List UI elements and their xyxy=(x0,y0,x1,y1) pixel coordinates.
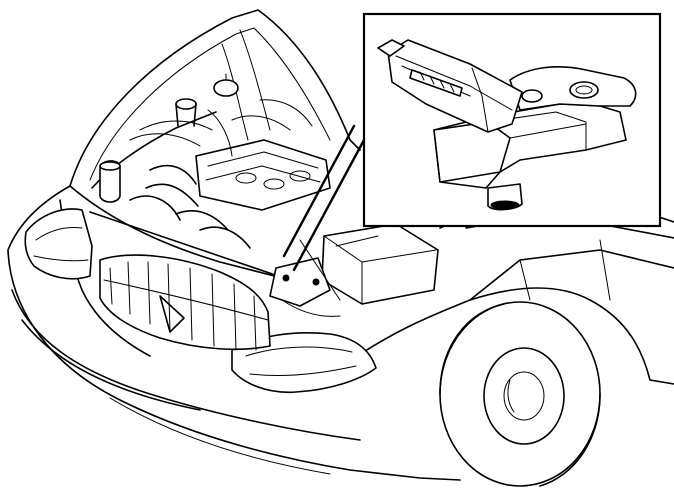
sensor-detail-inset xyxy=(362,12,662,228)
front-fender xyxy=(339,287,674,385)
callout-line xyxy=(292,138,366,272)
front-bumper xyxy=(7,249,461,481)
filler-cap xyxy=(175,98,197,110)
front-wheel xyxy=(439,301,601,487)
right-headlight xyxy=(231,331,377,394)
engine-bay xyxy=(89,73,439,317)
raised-hood xyxy=(69,9,361,187)
battery-box xyxy=(321,223,439,305)
radiator-grille xyxy=(99,254,271,351)
hood-inner-edge xyxy=(89,27,331,181)
hood-strut xyxy=(282,124,356,258)
left-headlight xyxy=(24,208,93,280)
wheel-hub xyxy=(483,347,565,445)
engine-block xyxy=(195,139,331,211)
